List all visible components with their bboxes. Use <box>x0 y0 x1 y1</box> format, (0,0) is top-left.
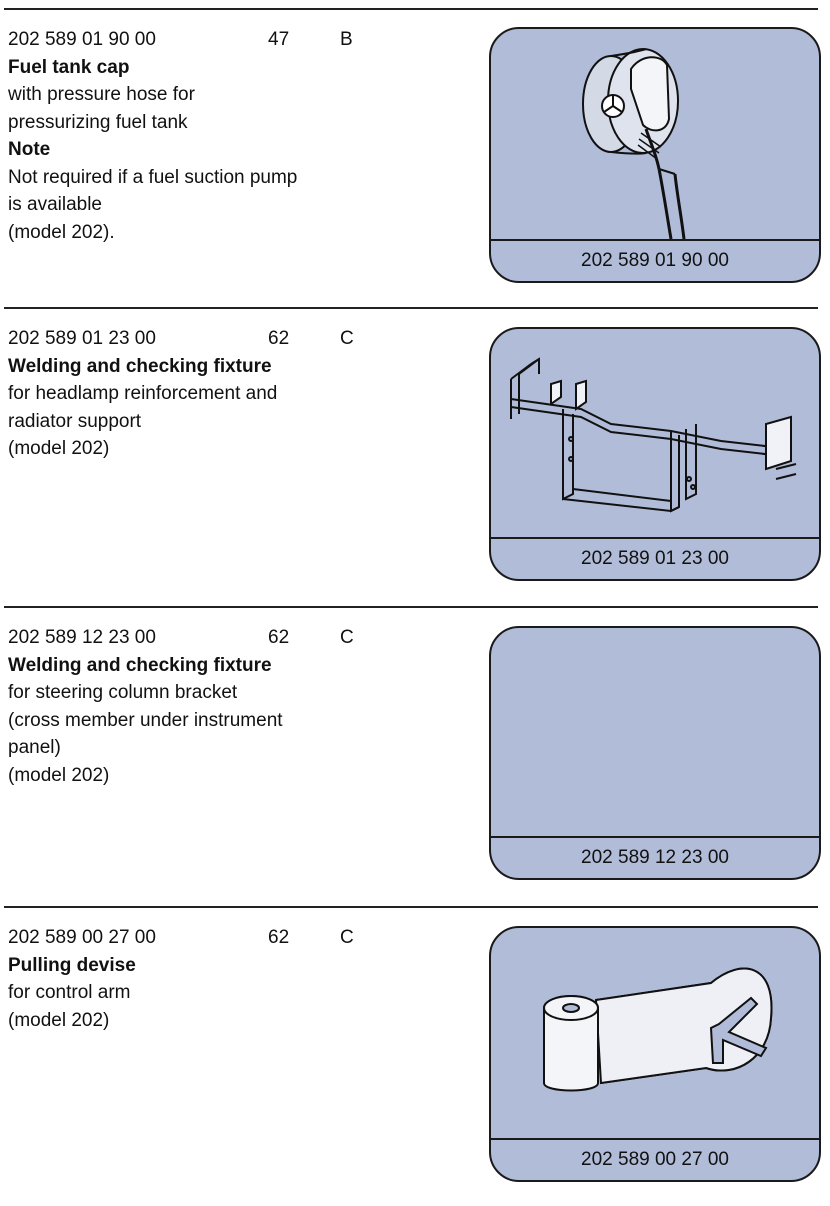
separator-rule <box>4 606 818 608</box>
group-letter: C <box>340 627 354 648</box>
description-line: panel) <box>8 737 61 758</box>
illustration-caption: 202 589 01 23 00 <box>491 537 819 579</box>
tool-entry-1: 202 589 01 90 00 47 B Fuel tank cap with… <box>0 8 830 308</box>
group-letter: C <box>340 328 354 349</box>
separator-rule <box>4 906 818 908</box>
description-line: for steering column bracket <box>8 682 238 703</box>
quantity-code: 47 <box>268 29 290 50</box>
illustration-card: 202 589 00 27 00 <box>489 926 821 1182</box>
part-number: 202 589 12 23 00 <box>8 627 156 648</box>
model-line: (model 202) <box>8 1009 110 1031</box>
separator-rule <box>4 8 818 10</box>
group-letter: B <box>340 29 353 50</box>
tool-title: Welding and checking fixture <box>8 654 272 676</box>
illustration-card: 202 589 12 23 00 <box>489 626 821 880</box>
code-line: 202 589 12 23 00 62 C <box>8 624 408 652</box>
quantity-code: 62 <box>268 927 290 948</box>
part-number: 202 589 01 90 00 <box>8 29 156 50</box>
tool-title: Welding and checking fixture <box>8 355 272 377</box>
tool-title: Pulling devise <box>8 954 136 976</box>
entry-text: 202 589 00 27 00 62 C Pulling devise for… <box>8 924 408 1034</box>
code-line: 202 589 00 27 00 62 C <box>8 924 408 952</box>
welding-fixture-illustration <box>510 357 797 513</box>
illustration-card: 202 589 01 23 00 <box>489 327 821 581</box>
entry-text: 202 589 01 23 00 62 C Welding and checki… <box>8 325 408 463</box>
code-line: 202 589 01 23 00 62 C <box>8 325 408 353</box>
separator-rule <box>4 307 818 309</box>
quantity-code: 62 <box>268 328 290 349</box>
note-line: is available <box>8 194 102 215</box>
model-line: (model 202) <box>8 438 110 459</box>
entry-text: 202 589 01 90 00 47 B Fuel tank cap with… <box>8 26 408 246</box>
model-line: (model 202) <box>8 764 110 786</box>
note-line: Not required if a fuel suction pump <box>8 166 298 188</box>
part-number: 202 589 01 23 00 <box>8 328 156 349</box>
illustration-caption: 202 589 00 27 00 <box>491 1138 819 1180</box>
description-line: radiator support <box>8 410 142 432</box>
illustration-caption: 202 589 12 23 00 <box>491 836 819 878</box>
group-letter: C <box>340 927 354 948</box>
description-line: for headlamp reinforcement and <box>8 383 278 404</box>
quantity-code: 62 <box>268 627 290 648</box>
description-line: for control arm <box>8 982 131 1003</box>
tool-entry-2: 202 589 01 23 00 62 C Welding and checki… <box>0 307 830 607</box>
description-line: with pressure hose for <box>8 84 195 105</box>
tool-entry-4: 202 589 00 27 00 62 C Pulling devise for… <box>0 906 830 1206</box>
description-line: pressurizing fuel tank <box>8 111 188 133</box>
code-line: 202 589 01 90 00 47 B <box>8 26 408 54</box>
entry-text: 202 589 12 23 00 62 C Welding and checki… <box>8 624 408 789</box>
tool-title: Fuel tank cap <box>8 56 130 78</box>
fuel-tank-cap-illustration <box>582 48 686 239</box>
description-line: (cross member under instrument <box>8 709 283 731</box>
model-line: (model 202). <box>8 221 115 243</box>
pulling-device-illustration <box>543 967 773 1092</box>
illustration-card: 202 589 01 90 00 <box>489 27 821 283</box>
tool-entry-3: 202 589 12 23 00 62 C Welding and checki… <box>0 606 830 906</box>
note-heading: Note <box>8 139 51 160</box>
part-number: 202 589 00 27 00 <box>8 927 156 948</box>
illustration-caption: 202 589 01 90 00 <box>491 239 819 281</box>
